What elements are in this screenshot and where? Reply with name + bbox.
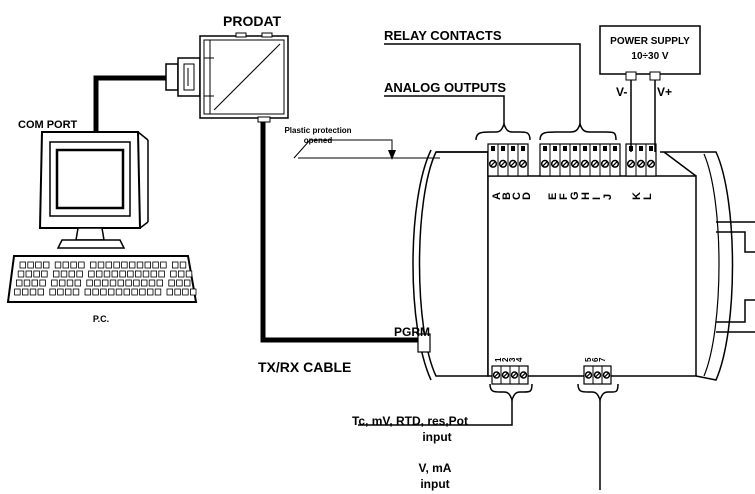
terminal-label: B	[501, 192, 513, 200]
terminal-number: 6	[591, 357, 600, 362]
terminal-number: 7	[598, 357, 607, 362]
terminal-number: 1	[494, 357, 503, 362]
v-minus-label: V-	[616, 85, 627, 99]
input2-label-2: input	[420, 477, 449, 491]
terminal-block-icon	[487, 143, 657, 385]
com-cable	[93, 75, 168, 132]
relay-contacts-brace	[539, 121, 617, 141]
tx-rx-cable-label: TX/RX CABLE	[258, 359, 351, 375]
terminal-label: I	[591, 197, 603, 200]
prodat-device-icon	[165, 32, 289, 123]
terminal-label: H	[580, 192, 592, 200]
input2-label: V, mA	[419, 461, 452, 475]
terminal-label: F	[558, 193, 570, 200]
terminal-label: C	[511, 192, 523, 200]
analog-outputs-leader	[384, 95, 505, 124]
terminal-label: J	[602, 194, 614, 200]
input1-label: Tc, mV, RTD, res,Pot	[352, 414, 468, 428]
prodat-label: PRODAT	[223, 13, 282, 29]
v-plus-label: V+	[657, 85, 672, 99]
input1-leader	[358, 400, 513, 426]
analog-outputs-label: ANALOG OUTPUTS	[384, 80, 506, 95]
terminal-number: 2	[501, 357, 510, 362]
keyboard-icon	[6, 255, 198, 303]
terminal-label: A	[491, 192, 503, 200]
analog-outputs-brace	[475, 121, 531, 141]
com-port-label: COM PORT	[18, 119, 78, 131]
terminal-label: D	[521, 192, 533, 200]
relay-contacts-leader	[384, 43, 581, 124]
input1-label-2: input	[422, 430, 451, 444]
pgrm-label: PGRM	[394, 325, 430, 339]
relay-contacts-label: RELAY CONTACTS	[384, 28, 502, 43]
power-supply-box	[599, 25, 701, 152]
input1-brace	[489, 383, 533, 403]
terminal-label: E	[547, 193, 559, 200]
terminal-label: G	[569, 191, 581, 200]
computer-icon	[38, 131, 149, 249]
input2-brace	[577, 383, 619, 403]
power-supply-voltage: 10÷30 V	[631, 51, 669, 62]
plastic-protection-label-2: opened	[304, 136, 333, 145]
terminal-label: L	[642, 193, 654, 200]
terminal-number: 5	[584, 357, 593, 362]
terminal-number: 4	[515, 357, 524, 362]
terminal-label: K	[631, 192, 643, 200]
tx-rx-cable	[260, 122, 420, 343]
din-rail-module-icon	[412, 149, 755, 381]
terminal-number: 3	[508, 357, 517, 362]
pc-label: P.C.	[93, 314, 109, 324]
plastic-protection-label: Plastic protection	[284, 126, 351, 135]
power-supply-label: POWER SUPPLY	[610, 36, 690, 47]
plastic-protection-pointer	[293, 139, 440, 160]
